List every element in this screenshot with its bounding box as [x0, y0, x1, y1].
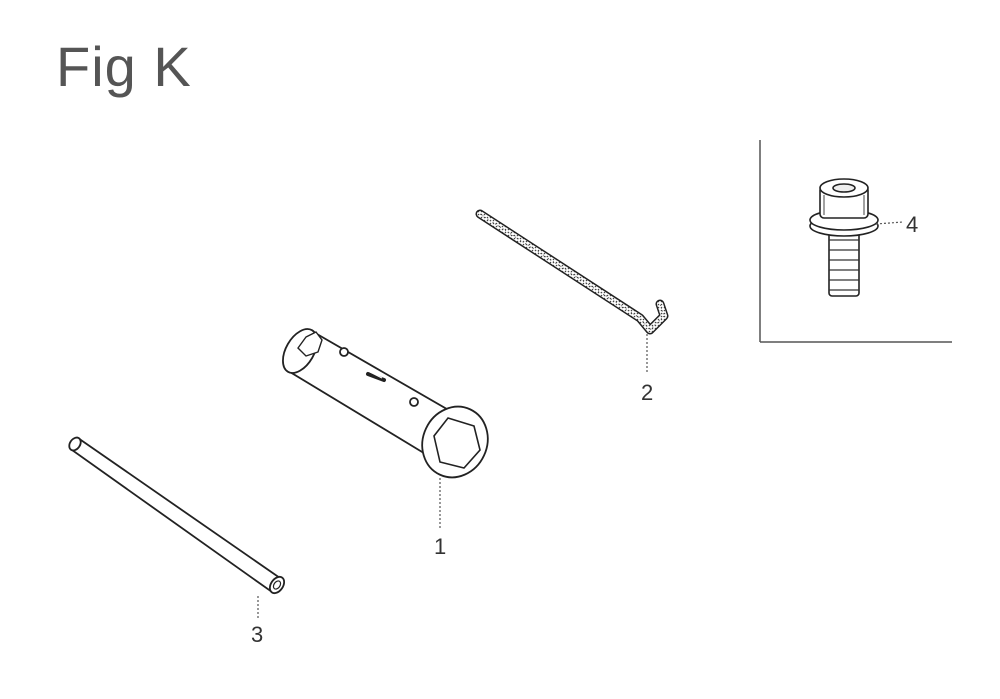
- hex-key-icon: [475, 209, 669, 335]
- callout-2: 2: [641, 380, 654, 405]
- callout-1: 1: [434, 534, 447, 559]
- box-wrench-icon: [282, 328, 489, 479]
- tommy-bar-icon: [68, 436, 286, 595]
- callout-4: 4: [906, 212, 919, 237]
- callout-3: 3: [251, 622, 264, 647]
- socket-cap-screw-icon: [809, 178, 879, 297]
- inset-frame: [759, 140, 952, 343]
- figure-title: Fig K: [56, 35, 192, 98]
